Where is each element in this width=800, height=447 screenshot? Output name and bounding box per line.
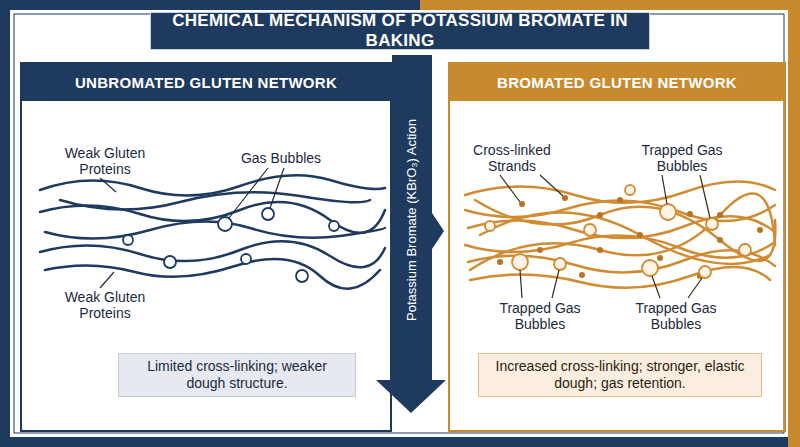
leader-line [520, 270, 522, 298]
leader-line [662, 175, 667, 204]
leader-line [540, 175, 563, 196]
crosslink-dot [657, 255, 663, 261]
leader-line [100, 272, 114, 288]
trapped-bubbles [485, 185, 751, 278]
frame-inner [10, 10, 788, 437]
gas-bubble [296, 270, 308, 282]
gluten-strand [470, 193, 775, 270]
bubble-label: Trapped Gas Bubbles [624, 300, 728, 332]
network-panel: BROMATED GLUTEN NETWORK Increased cross-l… [448, 62, 786, 432]
crosslink-dot [637, 232, 643, 238]
bubble-label: Trapped Gas Bubbles [488, 300, 592, 332]
crosslink-dot [579, 272, 585, 278]
gas-bubble [262, 208, 274, 220]
crosslink-dot [537, 247, 543, 253]
gas-bubble [485, 221, 495, 231]
leader-line [229, 168, 268, 218]
crosslink-dot [597, 212, 603, 218]
panel-heading: UNBROMATED GLUTEN NETWORK [75, 74, 337, 91]
leader-line [500, 175, 520, 202]
crosslink-label: Cross-linked Strands [462, 142, 562, 174]
gluten-strand [465, 181, 775, 202]
gas-bubble [625, 185, 635, 195]
crosslink-dot [617, 197, 623, 203]
gas-bubble [218, 217, 232, 231]
panel-header-band: UNBROMATED GLUTEN NETWORK [22, 64, 390, 101]
gas-bubble [123, 235, 133, 245]
right-leaders [500, 175, 710, 298]
gas-bubble [329, 221, 339, 231]
gas-bubble [584, 224, 596, 236]
title-text: CHEMICAL MECHANISM OF POTASSIUM BROMATE … [151, 11, 649, 51]
summary-box: Increased cross-linking; stronger, elast… [478, 353, 762, 397]
gas-bubble [164, 256, 176, 268]
gas-bubble [241, 254, 251, 264]
gluten-strand [45, 259, 380, 289]
strand-label: Weak Gluten Proteins [50, 289, 160, 321]
arrow-body [376, 55, 446, 413]
panel-header-band: BROMATED GLUTEN NETWORK [450, 64, 784, 101]
leader-line [688, 278, 702, 298]
summary-box: Limited cross-linking; weaker dough stru… [118, 353, 356, 397]
action-arrow: Potassium Bromate (KBrO₃) Action [376, 55, 446, 415]
weak-strands [40, 175, 385, 288]
left-leaders [100, 168, 284, 288]
gas-bubble [706, 218, 718, 230]
bubble-label: Trapped Gas Bubbles [630, 142, 734, 174]
summary-text: Increased cross-linking; stronger, elast… [489, 358, 751, 392]
crosslink-dot [687, 211, 693, 217]
gas-bubble [660, 204, 676, 220]
gas-bubble [699, 266, 711, 278]
crosslink-dot [717, 212, 723, 218]
crosslink-dot [717, 237, 723, 243]
gas-bubble [642, 260, 658, 276]
crosslink-dots [497, 195, 763, 279]
gluten-strand [45, 221, 385, 238]
gluten-strand [40, 241, 385, 267]
gluten-strand [470, 267, 770, 288]
gluten-strand [60, 192, 370, 209]
bubble-label: Gas Bubbles [226, 150, 336, 166]
leader-line [652, 276, 660, 298]
gas-bubble [739, 244, 751, 256]
crosslink-dot [757, 227, 763, 233]
leader-line [100, 178, 116, 192]
leader-line [270, 168, 284, 208]
crosslink-dot [497, 259, 503, 265]
gluten-strand [475, 200, 775, 261]
crosslinked-strands [465, 181, 775, 287]
panel-heading: BROMATED GLUTEN NETWORK [497, 74, 737, 91]
title-band: CHEMICAL MECHANISM OF POTASSIUM BROMATE … [150, 12, 650, 50]
leader-line [700, 175, 710, 218]
frame-line [14, 14, 784, 433]
gas-bubble [512, 254, 528, 270]
leader-line [552, 270, 559, 298]
crosslink-dot [597, 247, 603, 253]
gas-bubble [554, 258, 566, 270]
arrow-label: Potassium Bromate (KBrO₃) Action [402, 60, 422, 380]
gas-bubbles [123, 208, 339, 282]
strand-label: Weak Gluten Proteins [50, 145, 160, 177]
summary-text: Limited cross-linking; weaker dough stru… [129, 358, 345, 392]
gluten-strand [40, 175, 385, 195]
